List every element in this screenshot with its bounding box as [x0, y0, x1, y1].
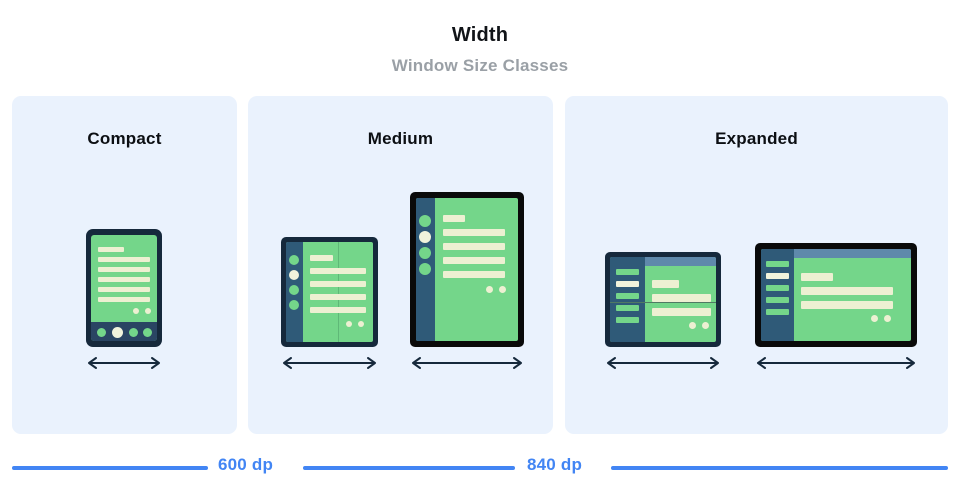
rail-item-bar — [616, 293, 639, 299]
rail-item-bar — [766, 261, 789, 267]
content-dot — [689, 322, 696, 329]
breakpoint-rule-right — [611, 466, 948, 470]
width-arrow-tablet-landscape — [755, 356, 917, 370]
content-dot — [346, 321, 352, 327]
rail-item-bar-active — [766, 273, 789, 279]
compact-device-stage — [12, 96, 237, 434]
content-line — [652, 294, 711, 302]
foldable-landscape-device — [605, 252, 721, 347]
content-line-heading — [443, 215, 465, 222]
content-line — [310, 268, 366, 274]
app-top-bar — [645, 257, 716, 266]
content-line — [443, 271, 505, 278]
page-header: Width Window Size Classes — [0, 0, 960, 92]
width-arrow-foldable-portrait — [281, 356, 378, 370]
rail-item-bar — [766, 285, 789, 291]
panel-title-compact: Compact — [87, 129, 162, 148]
content-line — [310, 307, 366, 313]
tablet-portrait-device — [410, 192, 524, 347]
page-title: Width — [451, 24, 509, 46]
content-dot — [499, 286, 506, 293]
phone-screen — [91, 235, 157, 341]
content-line-heading — [801, 273, 833, 281]
navigation-rail — [416, 198, 435, 341]
content-dot — [133, 308, 139, 314]
rail-item-dot — [419, 215, 431, 227]
foldable-landscape-screen — [610, 257, 716, 342]
rail-item-dot — [419, 263, 431, 275]
rail-item-dot — [289, 300, 299, 310]
width-arrow-tablet-portrait — [410, 356, 524, 370]
content-line — [652, 308, 711, 316]
phone-bottom-navbar — [91, 322, 157, 341]
content-line — [801, 287, 893, 295]
rail-item-dot — [419, 247, 431, 259]
content-line — [801, 301, 893, 309]
panel-compact: Compact — [12, 96, 237, 434]
content-line — [443, 257, 505, 264]
content-line-heading — [98, 247, 124, 252]
navigation-rail — [286, 242, 303, 342]
nav-item-dot — [97, 328, 106, 337]
tablet-portrait-screen — [416, 198, 518, 341]
content-line — [98, 297, 150, 302]
breakpoint-label-600dp: 600 dp — [218, 455, 274, 474]
width-arrow-compact — [86, 356, 162, 370]
page-subtitle: Window Size Classes — [391, 56, 569, 75]
size-class-panels: Compact — [0, 96, 960, 434]
content-line-heading — [310, 255, 333, 261]
medium-device-stage — [248, 96, 553, 434]
content-dot — [358, 321, 364, 327]
panel-medium: Medium — [248, 96, 553, 434]
rail-item-bar — [766, 309, 789, 315]
rail-item-dot-active — [289, 270, 299, 280]
nav-item-dot — [143, 328, 152, 337]
nav-item-dot — [129, 328, 138, 337]
content-dot — [871, 315, 878, 322]
phone-portrait-device — [86, 229, 162, 347]
rail-item-bar-active — [616, 281, 639, 287]
content-line — [98, 257, 150, 262]
content-dot — [486, 286, 493, 293]
rail-item-bar — [616, 317, 639, 323]
foldable-portrait-screen — [286, 242, 373, 342]
rail-item-bar — [616, 305, 639, 311]
fold-line — [610, 302, 716, 303]
rail-item-bar — [616, 269, 639, 275]
content-dot — [145, 308, 151, 314]
breakpoint-rule-left — [12, 466, 208, 470]
foldable-portrait-device — [281, 237, 378, 347]
breakpoint-label-840dp: 840 dp — [527, 455, 583, 474]
breakpoint-scale: 600 dp 840 dp — [0, 455, 960, 494]
navigation-rail — [761, 249, 794, 341]
content-dot — [884, 315, 891, 322]
nav-item-dot-active — [112, 327, 123, 338]
navigation-rail — [610, 257, 645, 342]
breakpoint-rule-middle — [303, 466, 515, 470]
expanded-device-stage — [565, 96, 948, 434]
tablet-landscape-screen — [761, 249, 911, 341]
content-line — [310, 281, 366, 287]
tablet-landscape-device — [755, 243, 917, 347]
content-line — [443, 243, 505, 250]
content-line-heading — [652, 280, 679, 288]
rail-item-bar — [766, 297, 789, 303]
rail-item-dot — [289, 255, 299, 265]
app-top-bar — [794, 249, 911, 258]
fold-line — [338, 242, 339, 342]
panel-title-expanded: Expanded — [715, 129, 798, 148]
panel-expanded: Expanded — [565, 96, 948, 434]
rail-item-dot — [289, 285, 299, 295]
panel-title-medium: Medium — [367, 129, 434, 148]
content-dot — [702, 322, 709, 329]
content-line — [310, 294, 366, 300]
content-line — [98, 287, 150, 292]
width-arrow-foldable-landscape — [605, 356, 721, 370]
content-line — [98, 277, 150, 282]
content-line — [443, 229, 505, 236]
rail-item-dot-active — [419, 231, 431, 243]
content-line — [98, 267, 150, 272]
